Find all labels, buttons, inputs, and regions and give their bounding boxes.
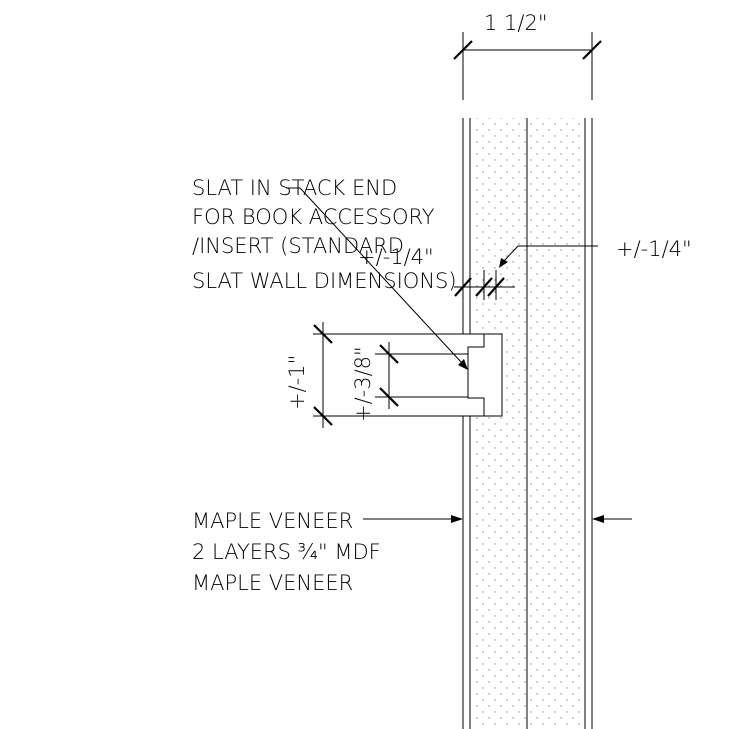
slat-callout: SLAT IN STACK END FOR BOOK ACCESSORY /IN… [192,176,468,370]
slat-dimensions: +/-1" +/-3/8" [285,322,468,428]
veneer-right-label: +/-1/4" [616,237,692,261]
slat-note-line-4: SLAT WALL DIMENSIONS) [192,269,457,293]
slat-note-line-2: FOR BOOK ACCESSORY [192,205,435,229]
layer-callout: MAPLE VENEER 2 LAYERS ¾" MDF MAPLE VENEE… [192,509,632,595]
layer-note-line-2: 2 LAYERS ¾" MDF [192,540,381,564]
slat-opening-label: +/-3/8" [351,346,375,422]
slat-overall-label: +/-1" [285,355,309,410]
slat-note-line-3: /INSERT (STANDARD [192,234,404,258]
layer-note-line-3: MAPLE VENEER [192,571,353,595]
overall-width-dimension: 1 1/2" [453,11,602,100]
layer-note-line-1: MAPLE VENEER [192,509,353,533]
overall-width-label: 1 1/2" [484,11,548,35]
panel-section [462,118,593,729]
mdf-core-fill [474,118,585,729]
